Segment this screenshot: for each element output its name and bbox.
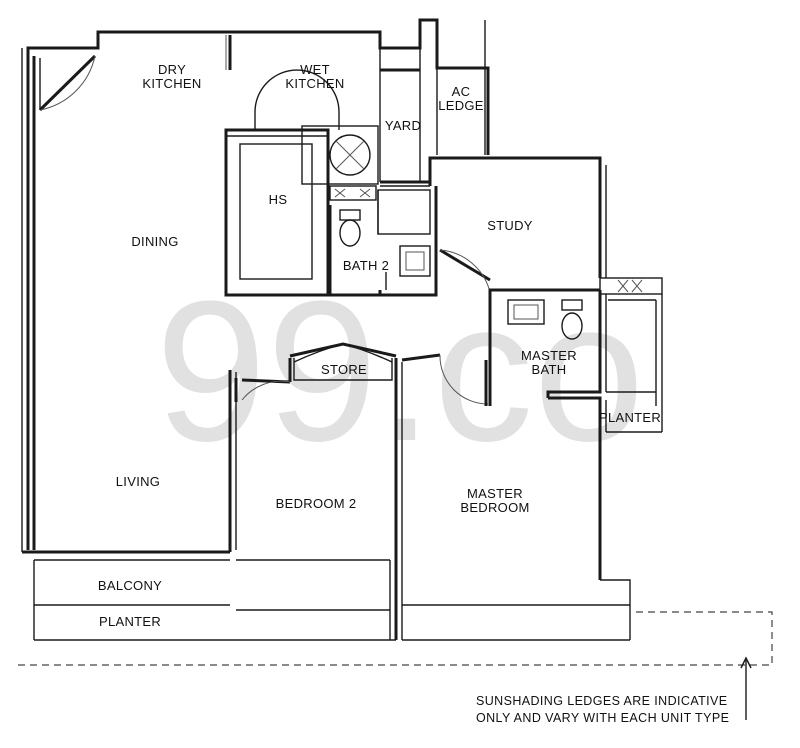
- outer-walls: [21, 18, 490, 554]
- label-planter-right: PLANTER: [599, 410, 661, 425]
- label-ac-ledge-1: AC: [452, 84, 471, 99]
- master-bath: [488, 290, 663, 432]
- label-master-bedroom-1: MASTER: [467, 486, 523, 501]
- bedroom-2: [228, 370, 398, 640]
- wet-kitchen-fixtures: [254, 69, 379, 201]
- note-line-2: ONLY AND VARY WITH EACH UNIT TYPE: [476, 711, 729, 725]
- label-wet-kitchen-2: KITCHEN: [285, 76, 344, 91]
- label-study: STUDY: [487, 218, 533, 233]
- label-planter-bottom: PLANTER: [99, 614, 161, 629]
- label-living: LIVING: [116, 474, 160, 489]
- label-dry-kitchen-2: KITCHEN: [142, 76, 201, 91]
- label-master-bedroom-2: BEDROOM: [460, 500, 529, 515]
- watermark: 99.co: [155, 260, 644, 483]
- label-wet-kitchen-1: WET: [300, 62, 330, 77]
- label-store: STORE: [321, 362, 367, 377]
- master-bedroom-door: [401, 353, 489, 640]
- label-bath-2: BATH 2: [343, 258, 389, 273]
- study: [428, 156, 663, 295]
- label-balcony: BALCONY: [98, 578, 162, 593]
- hs-shelter: [224, 128, 330, 297]
- store: [288, 342, 398, 382]
- balcony-and-planter: [33, 559, 631, 641]
- label-hs: HS: [269, 192, 288, 207]
- label-master-bath-2: BATH: [532, 362, 567, 377]
- note-line-1: SUNSHADING LEDGES ARE INDICATIVE: [476, 694, 728, 708]
- planter-right: [548, 396, 662, 580]
- label-dining: DINING: [131, 234, 178, 249]
- label-bedroom-2: BEDROOM 2: [276, 496, 357, 511]
- label-yard: YARD: [385, 118, 421, 133]
- up-arrow-icon: [740, 656, 752, 720]
- entry-door: [38, 54, 97, 112]
- label-ac-ledge-2: LEDGE: [438, 98, 484, 113]
- label-dry-kitchen-1: DRY: [158, 62, 186, 77]
- kitchen-partitions: [225, 35, 430, 187]
- sunshading-ledge-outline: [18, 611, 773, 666]
- label-master-bath-1: MASTER: [521, 348, 577, 363]
